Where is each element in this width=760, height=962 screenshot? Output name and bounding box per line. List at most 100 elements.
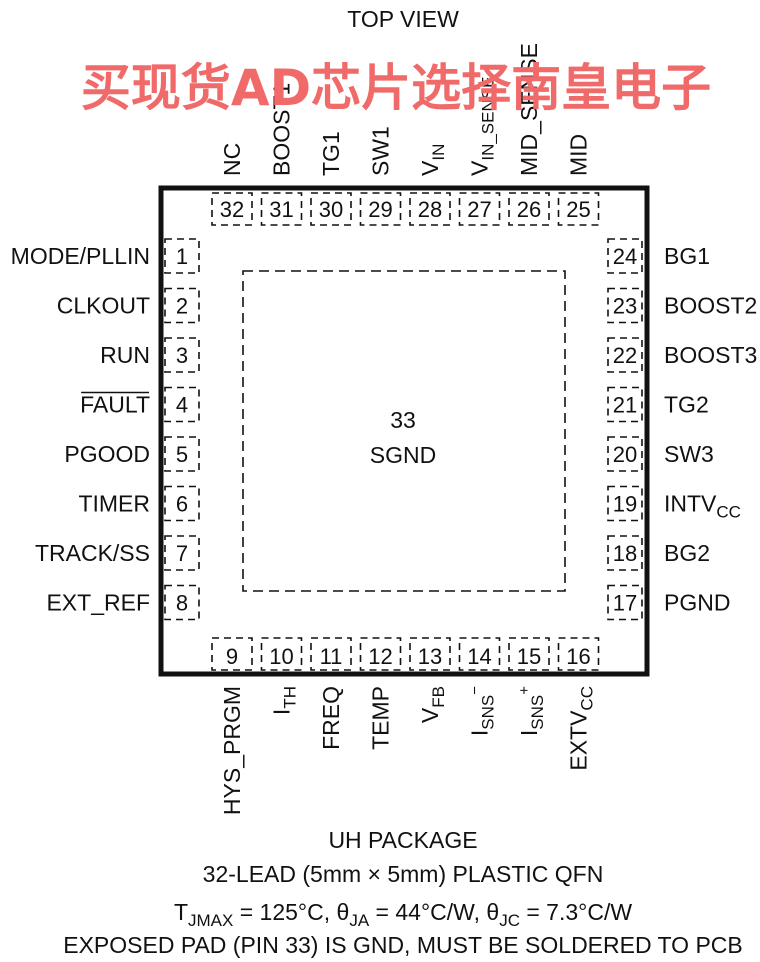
pin-label-17: PGND — [664, 590, 730, 616]
pin-number-27: 27 — [467, 197, 491, 222]
pin-name-5: PGOOD — [64, 441, 150, 467]
pin-number-29: 29 — [368, 197, 392, 222]
pin-number-22: 22 — [613, 343, 637, 368]
pin-pad-5 — [164, 436, 200, 472]
pin-pad-23 — [607, 287, 643, 324]
tj-symbol: T — [174, 899, 188, 925]
pin-label-13: VFB — [417, 686, 448, 723]
pin-name-10: I — [269, 709, 295, 715]
pin-label-16: EXTVCC — [566, 686, 597, 771]
exposed-pad-number: 33 — [390, 407, 416, 433]
pin-name-28: V — [417, 160, 443, 176]
pin-number-11: 11 — [320, 644, 343, 669]
pin-name-9: HYS_PRGM — [219, 686, 245, 815]
pin-number-3: 3 — [176, 343, 188, 368]
pin-number-26: 26 — [517, 197, 541, 222]
pin-label-30: TG1 — [318, 131, 344, 176]
pin-number-21: 21 — [613, 393, 637, 418]
pin-pad-22 — [607, 337, 643, 373]
pins-left-group: 1MODE/PLLIN2CLKOUT3RUN4FAULT5PGOOD6TIMER… — [11, 238, 200, 621]
theta-jc-value: = 7.3°C/W — [520, 899, 632, 925]
pin-pad-3 — [164, 337, 200, 373]
pin-label-12: TEMP — [368, 686, 394, 750]
pin-subscript-14: SNS — [479, 695, 498, 730]
pin-number-4: 4 — [176, 393, 188, 418]
package-body — [158, 185, 650, 677]
pin-label-23: BOOST2 — [664, 293, 757, 319]
pin-number-8: 8 — [176, 591, 188, 616]
watermark-text: 买现货AD芯片选择南皇电子 — [81, 59, 711, 117]
pin-name-12: TEMP — [368, 686, 394, 750]
pin-number-31: 31 — [269, 197, 293, 222]
thermal-specs: TJMAX = 125°C, θJA = 44°C/W, θJC = 7.3°C… — [174, 899, 632, 930]
lead-description: 32-LEAD (5mm × 5mm) PLASTIC QFN — [203, 861, 604, 887]
theta-ja-subscript: JA — [349, 911, 370, 930]
pin-name-14: I — [467, 730, 493, 736]
pin-number-14: 14 — [467, 644, 491, 669]
pin-number-6: 6 — [176, 492, 188, 517]
pin-label-8: EXT_REF — [46, 590, 150, 616]
pin-label-3: RUN — [100, 342, 150, 368]
pin-name-26: MID_SENSE — [516, 43, 542, 176]
pin-name-23: BOOST2 — [664, 293, 757, 319]
pins-top-group: 32NC31BOOST130TG129SW128VIN27VIN_SENSE26… — [211, 43, 600, 226]
pin-pad-19 — [607, 485, 643, 522]
pin-label-11: FREQ — [318, 686, 344, 750]
pin-label-29: SW1 — [368, 126, 394, 176]
pin-label-32: NC — [219, 143, 245, 176]
pin-label-7: TRACK/SS — [35, 540, 150, 566]
pin-pad-1 — [164, 238, 200, 274]
pin-label-1: MODE/PLLIN — [11, 243, 150, 269]
pin-label-6: TIMER — [78, 491, 150, 517]
pin-number-19: 19 — [613, 492, 637, 517]
pin-number-2: 2 — [176, 294, 188, 319]
pin-subscript-10: TH — [281, 686, 300, 709]
pin-label-19: INTVCC — [664, 491, 741, 522]
pin-name-25: MID — [566, 134, 592, 176]
pin-name-11: FREQ — [318, 686, 344, 750]
pin-number-30: 30 — [319, 197, 343, 222]
pin-name-31: BOOST1 — [269, 83, 295, 176]
pin-number-28: 28 — [418, 197, 442, 222]
pin-label-5: PGOOD — [64, 441, 150, 467]
pin-name-29: SW1 — [368, 126, 394, 176]
pin-label-26: MID_SENSE — [516, 43, 542, 176]
pin-name-15: I — [516, 730, 542, 736]
pin-subscript-19: CC — [716, 503, 741, 522]
pin-pad-20 — [607, 436, 643, 472]
theta-ja-symbol: θ — [337, 899, 350, 925]
pin-label-15: ISNS+ — [516, 686, 547, 736]
pin-label-14: ISNS− — [467, 686, 498, 736]
pin-number-18: 18 — [613, 541, 637, 566]
package-name: UH PACKAGE — [328, 827, 477, 853]
pin-label-28: VIN — [417, 144, 448, 176]
pin-label-4: FAULT — [80, 392, 150, 418]
pin-label-18: BG2 — [664, 540, 710, 566]
pin-label-31: BOOST1 — [269, 83, 295, 176]
pin-name-24: BG1 — [664, 243, 710, 269]
pin-label-2: CLKOUT — [57, 293, 150, 319]
pin-number-20: 20 — [613, 442, 637, 467]
pin-name-7: TRACK/SS — [35, 540, 150, 566]
pin-number-23: 23 — [613, 294, 637, 319]
pin-number-25: 25 — [566, 197, 590, 222]
pin-name-18: BG2 — [664, 540, 710, 566]
pin-name-30: TG1 — [318, 131, 344, 176]
pin-label-24: BG1 — [664, 243, 710, 269]
pin-name-27: V — [467, 160, 493, 176]
pin-number-17: 17 — [613, 591, 637, 616]
pin-name-8: EXT_REF — [46, 590, 150, 616]
pin-name-32: NC — [219, 143, 245, 176]
pin-pad-4 — [164, 386, 200, 423]
tj-subscript: JMAX — [188, 911, 233, 930]
pin-subscript-28: IN — [429, 144, 448, 161]
pin-subscript-13: FB — [429, 686, 448, 708]
exposed-pad-note: EXPOSED PAD (PIN 33) IS GND, MUST BE SOL… — [63, 932, 743, 958]
pin-number-15: 15 — [517, 644, 541, 669]
pin-pad-18 — [607, 535, 643, 571]
pin-name-4: FAULT — [80, 392, 150, 418]
pin-name-17: PGND — [664, 590, 730, 616]
pin-name-16: EXTV — [566, 710, 592, 771]
pin-number-1: 1 — [176, 244, 188, 269]
